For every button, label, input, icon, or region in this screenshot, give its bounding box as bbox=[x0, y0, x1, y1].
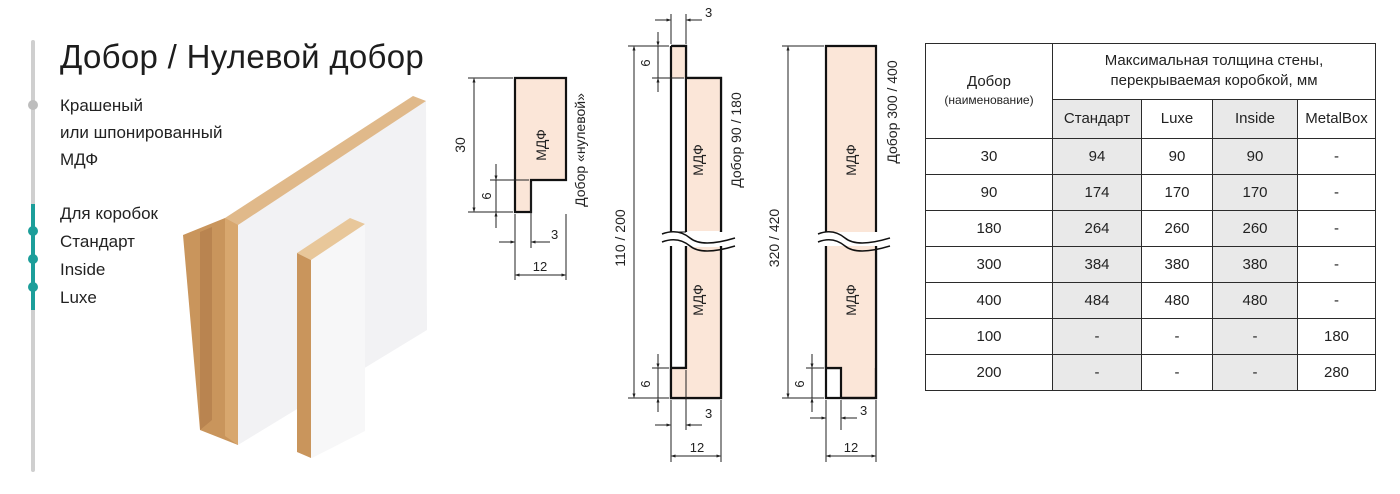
table-row: 90 174 170 170 - bbox=[925, 174, 1376, 211]
profile-300-step: 6 bbox=[792, 380, 807, 387]
board-face bbox=[297, 218, 365, 458]
profile-90-top-step: 6 bbox=[638, 59, 653, 66]
col-head-left: Добор (наименование) bbox=[925, 43, 1053, 139]
row-name: 400 bbox=[925, 282, 1053, 319]
row-name: 30 bbox=[925, 138, 1053, 175]
cell-metalbox: 180 bbox=[1297, 318, 1376, 355]
board-top bbox=[297, 218, 365, 260]
table-row: 400 484 480 480 - bbox=[925, 282, 1376, 319]
timeline-dot bbox=[28, 100, 38, 110]
material-line-2: или шпонированный bbox=[60, 123, 223, 142]
cell-standart: - bbox=[1052, 318, 1142, 355]
col-head-left-label: Добор bbox=[967, 73, 1011, 90]
row-name: 300 bbox=[925, 246, 1053, 283]
row-name: 200 bbox=[925, 354, 1053, 391]
cell-inside: - bbox=[1212, 354, 1298, 391]
cell-metalbox: - bbox=[1297, 246, 1376, 283]
cell-metalbox: - bbox=[1297, 210, 1376, 247]
table-row: 180 264 260 260 - bbox=[925, 210, 1376, 247]
profile-90-bottom-step: 6 bbox=[638, 380, 653, 387]
box-standart: Стандарт bbox=[60, 232, 135, 251]
profile-300-material-top: МДФ bbox=[843, 144, 859, 175]
profile-zero-step-width: 3 bbox=[551, 227, 558, 242]
panel-top-edge bbox=[225, 96, 426, 225]
cell-standart: 94 bbox=[1052, 138, 1142, 175]
cell-luxe: - bbox=[1141, 354, 1213, 391]
cell-inside: 480 bbox=[1212, 282, 1298, 319]
board-edge bbox=[297, 253, 311, 458]
profile-90-width: 12 bbox=[690, 440, 704, 455]
col-head-top-line-2: перекрываемая коробкой, мм bbox=[1110, 72, 1318, 90]
sub-head-metalbox: MetalBox bbox=[1297, 98, 1376, 140]
cell-inside: 170 bbox=[1212, 174, 1298, 211]
box-luxe: Luxe bbox=[60, 288, 97, 307]
profile-90-step-width: 3 bbox=[705, 406, 712, 421]
panel-groove bbox=[200, 227, 212, 430]
profile-zero-name: Добор «нулевой» bbox=[572, 93, 588, 207]
sub-head-standart: Стандарт bbox=[1052, 98, 1142, 140]
cell-inside: - bbox=[1212, 318, 1298, 355]
profile-zero-step: 6 bbox=[479, 192, 494, 199]
cell-metalbox: 280 bbox=[1297, 354, 1376, 391]
panel-edge-band bbox=[225, 218, 238, 445]
cell-standart: 484 bbox=[1052, 282, 1142, 319]
box-inside: Inside bbox=[60, 260, 106, 279]
cell-metalbox: - bbox=[1297, 138, 1376, 175]
profile-zero-height: 30 bbox=[452, 137, 468, 153]
profile-zero-shape bbox=[513, 76, 568, 214]
cell-metalbox: - bbox=[1297, 282, 1376, 319]
profile-90-top-step-width: 3 bbox=[705, 5, 712, 20]
table-row: 200 - - - 280 bbox=[925, 354, 1376, 391]
cell-standart: 384 bbox=[1052, 246, 1142, 283]
profile-90-material-bottom: МДФ bbox=[690, 284, 706, 315]
cell-luxe: - bbox=[1141, 318, 1213, 355]
row-name: 180 bbox=[925, 210, 1053, 247]
timeline-dot-inside bbox=[28, 254, 38, 264]
timeline-dot-luxe bbox=[28, 282, 38, 292]
timeline-dot-standart bbox=[28, 226, 38, 236]
profile-90-name: Добор 90 / 180 bbox=[728, 92, 744, 188]
cell-luxe: 480 bbox=[1141, 282, 1213, 319]
boxes-heading: Для коробок bbox=[60, 204, 158, 223]
cell-luxe: 90 bbox=[1141, 138, 1213, 175]
profile-300-material-bottom: МДФ bbox=[843, 284, 859, 315]
row-name: 100 bbox=[925, 318, 1053, 355]
profile-90-height: 110 / 200 bbox=[612, 209, 628, 267]
cell-luxe: 380 bbox=[1141, 246, 1213, 283]
profile-300-step-width: 3 bbox=[860, 403, 867, 418]
sub-head-luxe: Luxe bbox=[1141, 98, 1213, 140]
table-row: 100 - - - 180 bbox=[925, 318, 1376, 355]
cell-inside: 380 bbox=[1212, 246, 1298, 283]
cell-standart: 264 bbox=[1052, 210, 1142, 247]
material-line-3: МДФ bbox=[60, 150, 99, 169]
profile-drawings: МДФ Добор «нулевой» 30 6 3 12 МДФ МДФ До… bbox=[452, 5, 900, 462]
cell-standart: 174 bbox=[1052, 174, 1142, 211]
page-title: Добор / Нулевой добор bbox=[60, 38, 425, 75]
profile-zero-material: МДФ bbox=[533, 129, 549, 160]
table-row: 30 94 90 90 - bbox=[925, 138, 1376, 175]
profile-300-height: 320 / 420 bbox=[766, 209, 782, 268]
product-illustration bbox=[183, 96, 427, 458]
cell-luxe: 260 bbox=[1141, 210, 1213, 247]
cell-standart: - bbox=[1052, 354, 1142, 391]
table-row: 300 384 380 380 - bbox=[925, 246, 1376, 283]
spec-table: Добор (наименование) Максимальная толщин… bbox=[925, 43, 1376, 391]
col-head-top: Максимальная толщина стены, перекрываема… bbox=[1052, 43, 1376, 100]
cell-inside: 260 bbox=[1212, 210, 1298, 247]
profile-300-width: 12 bbox=[844, 440, 858, 455]
cell-metalbox: - bbox=[1297, 174, 1376, 211]
profile-300-name: Добор 300 / 400 bbox=[884, 60, 900, 164]
col-head-top-line-1: Максимальная толщина стены, bbox=[1104, 52, 1324, 70]
sub-head-inside: Inside bbox=[1212, 98, 1298, 140]
material-line-1: Крашеный bbox=[60, 96, 144, 115]
row-name: 90 bbox=[925, 174, 1053, 211]
profile-zero-width: 12 bbox=[533, 259, 547, 274]
profile-90-material-top: МДФ bbox=[690, 144, 706, 175]
cell-luxe: 170 bbox=[1141, 174, 1213, 211]
cell-inside: 90 bbox=[1212, 138, 1298, 175]
col-head-left-sub: (наименование) bbox=[944, 93, 1034, 107]
